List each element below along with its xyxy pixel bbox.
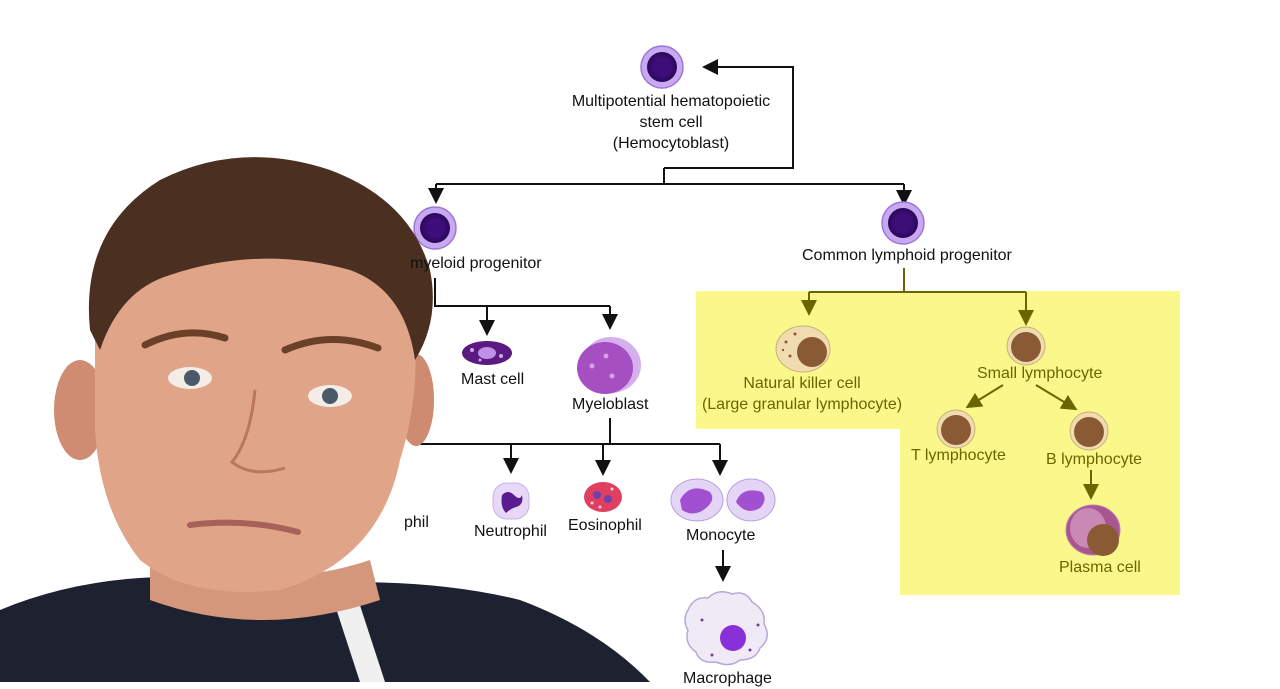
- macrophage-icon: [684, 591, 768, 666]
- nk-cell-label-line2: (Large granular lymphocyte): [701, 396, 903, 413]
- stem-cell-label-line2: stem cell: [639, 114, 703, 131]
- b-lymphocyte-label: B lymphocyte: [1046, 451, 1143, 468]
- t-lymphocyte-icon: [936, 409, 976, 449]
- small-lymphocyte-icon: [1006, 326, 1046, 366]
- myeloblast-icon: [577, 337, 641, 394]
- plasma-cell-label: Plasma cell: [1059, 559, 1141, 576]
- lymphoid-progenitor-label: Common lymphoid progenitor: [802, 247, 1012, 264]
- basophil-label: phil: [404, 514, 429, 531]
- monocyte-icon-left: [670, 478, 724, 522]
- plasma-cell-icon: [1065, 504, 1121, 556]
- natural-killer-cell-icon: [775, 325, 831, 373]
- eosinophil-icon: [584, 482, 622, 512]
- myeloblast-label: Myeloblast: [572, 396, 649, 413]
- stem-cell-label-line1: Multipotential hematopoietic: [571, 93, 771, 110]
- myeloid-progenitor-icon: [413, 206, 457, 250]
- nk-cell-label-line1: Natural killer cell: [743, 375, 861, 392]
- nk-cell-label: Natural killer cell (Large granular lymp…: [702, 373, 902, 415]
- neutrophil-label: Neutrophil: [474, 523, 547, 540]
- eosinophil-label: Eosinophil: [568, 517, 642, 534]
- b-lymphocyte-icon: [1069, 411, 1109, 451]
- stem-cell-label-line3: (Hemocytoblast): [612, 135, 730, 152]
- myeloid-progenitor-label: myeloid progenitor: [410, 255, 542, 272]
- monocyte-label: Monocyte: [686, 527, 756, 544]
- presenter-photo: [0, 157, 650, 682]
- small-lymphocyte-label: Small lymphocyte: [977, 365, 1103, 382]
- stem-cell-icon: [640, 45, 684, 89]
- stem-cell-label: Multipotential hematopoietic stem cell (…: [572, 91, 770, 154]
- neutrophil-icon: [492, 482, 530, 520]
- mast-cell-label: Mast cell: [461, 371, 525, 388]
- macrophage-label: Macrophage: [683, 670, 772, 687]
- t-lymphocyte-label: T lymphocyte: [911, 447, 1006, 464]
- lymphoid-progenitor-icon: [881, 201, 925, 245]
- monocyte-icon-right: [726, 478, 776, 522]
- mast-cell-icon: [462, 341, 512, 365]
